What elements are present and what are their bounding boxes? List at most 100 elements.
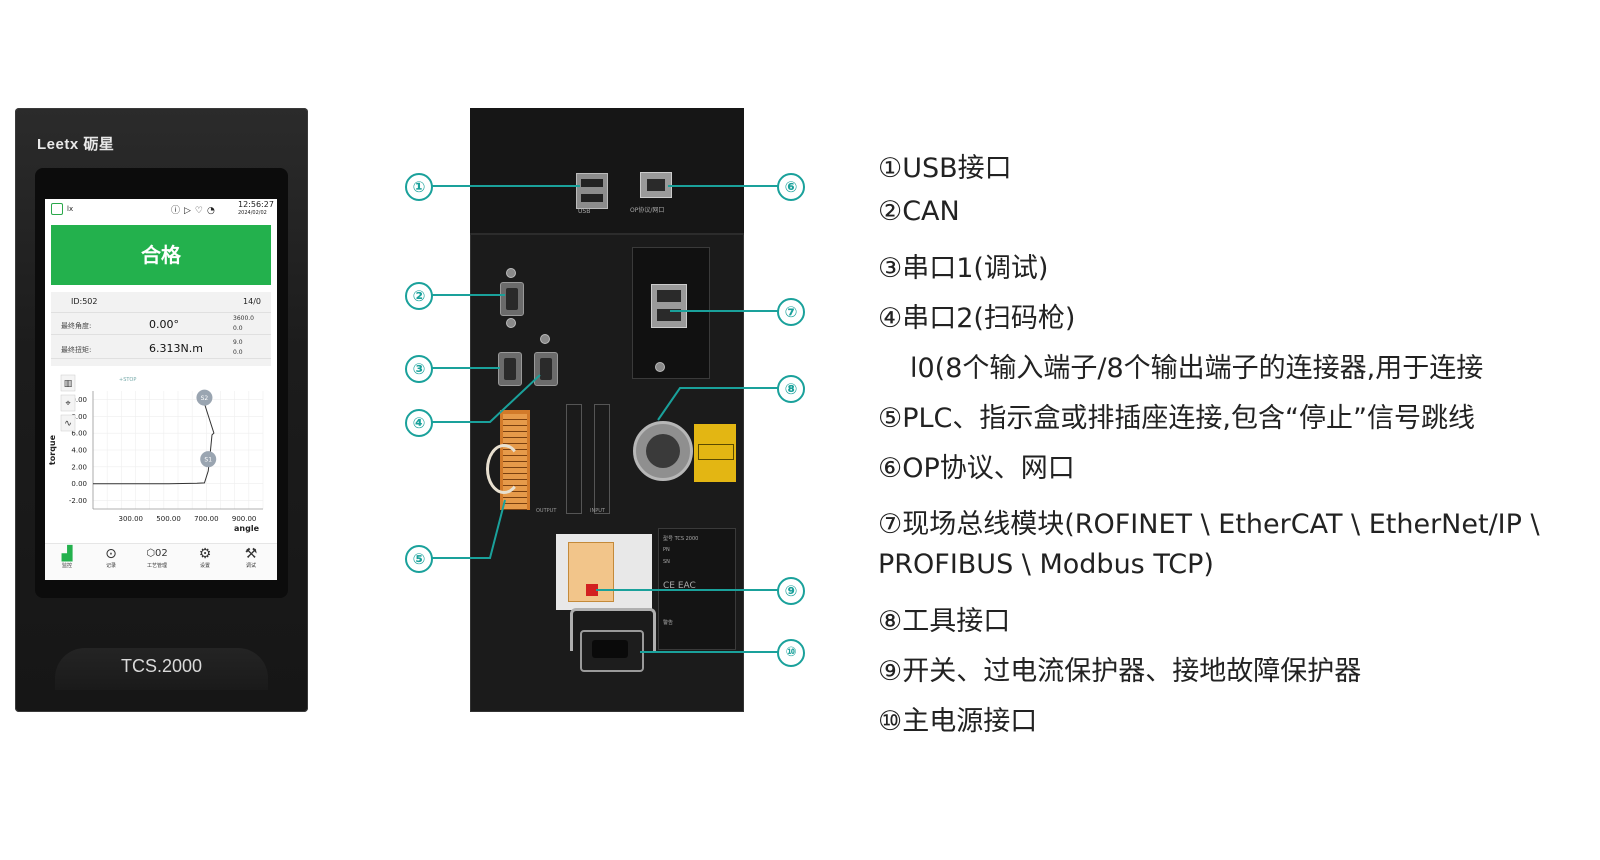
terminal-pin — [503, 420, 527, 426]
x-tick-label: 300.00 — [119, 515, 143, 523]
nav-records[interactable]: ⊙ 记录 — [91, 546, 131, 569]
stop-jumper-wire — [486, 444, 522, 494]
id-row: ID:502 14/0 — [51, 292, 271, 313]
usb-port — [576, 173, 608, 209]
status-bar: lx ⓘ▷♡◔ 12:56:27 2024/02/02 — [45, 199, 277, 219]
breaker-housing — [556, 534, 652, 610]
terminal-pin — [503, 426, 527, 432]
terminal-pin — [503, 486, 527, 492]
screw — [506, 268, 516, 278]
chart-tool-icon: ⌖ — [65, 399, 70, 409]
callout-4: ④ — [405, 409, 433, 437]
terminal-pin — [503, 504, 527, 510]
job-id: ID:502 — [71, 297, 98, 306]
angle-lower: 0.0 — [233, 325, 243, 332]
user-name: lx — [67, 205, 74, 213]
nameplate-pn: PN — [663, 547, 670, 553]
y-tick-label: 10.00 — [67, 396, 87, 404]
angle-value: 0.00° — [149, 318, 179, 331]
clock-time: 12:56:27 — [238, 200, 274, 209]
breaker-switch — [586, 584, 598, 596]
chart-tool-button — [60, 374, 76, 392]
y-tick-label: 2.00 — [71, 463, 87, 471]
y-tick-label: 8.00 — [71, 413, 87, 421]
marker-label: S2 — [201, 395, 209, 402]
nameplate-model: 型号 TCS 2000 — [663, 536, 699, 542]
callout-6: ⑥ — [777, 173, 805, 201]
fieldbus-module — [632, 247, 710, 379]
callout-7: ⑦ — [777, 298, 805, 326]
rear-top-section — [470, 108, 744, 235]
count: 14/0 — [243, 297, 261, 306]
y-tick-label: -2.00 — [69, 497, 87, 505]
y-tick-label: 0.00 — [71, 480, 87, 488]
callout-line-4 — [430, 374, 541, 423]
nav-settings-label: 设置 — [199, 563, 210, 569]
status-icons: ⓘ▷♡◔ — [171, 206, 219, 216]
callout-1: ① — [405, 173, 433, 201]
output-indicator-strip — [566, 404, 582, 514]
nav-records-label: 记录 — [105, 563, 116, 569]
legend-io-intro: l0(8个输入端子/8个输出端子的连接器,用于连接 — [910, 353, 1484, 384]
gear-icon: ⚙ — [198, 546, 212, 562]
result-info-panel: ID:502 14/0 最终角度: 0.00° 3600.0 0.0 最终扭矩:… — [51, 292, 271, 366]
nav-process[interactable]: ⬡02 工艺管理 — [137, 546, 177, 569]
serial-port-2 — [534, 352, 558, 386]
nav-monitor[interactable]: ▟ 监控 — [47, 546, 87, 569]
marker-s2 — [196, 389, 213, 406]
nav-monitor-label: 监控 — [61, 563, 72, 569]
nameplate-warning: 警告 — [663, 620, 674, 626]
controller-rear-panel: USB OP协议/网口 OUTPUT INPUT 型号 TCS 2000 PN … — [470, 108, 744, 712]
x-tick-label: 900.00 — [232, 515, 257, 523]
y-axis-label: torque — [48, 434, 57, 465]
legend-fieldbus-cont: PROFIBUS \ Modbus TCP) — [878, 549, 1214, 580]
x-tick-label: 700.00 — [194, 515, 219, 523]
process-icon: ⬡02 — [146, 548, 168, 559]
legend-tool: ⑧工具接口 — [878, 606, 1011, 637]
user-icon[interactable] — [51, 203, 63, 215]
brand-logo: Leetx 砺星 — [37, 136, 115, 153]
fieldbus-ethernet-ports — [651, 284, 687, 328]
tool-connector — [633, 421, 693, 481]
model-band — [55, 648, 268, 690]
model-name: TCS.2000 — [120, 656, 203, 676]
callout-5: ⑤ — [405, 545, 433, 573]
callout-10: ⑩ — [777, 639, 805, 667]
process-badge: 02 — [155, 548, 168, 559]
nav-settings[interactable]: ⚙ 设置 — [185, 546, 225, 569]
wrench-icon: ⚒ — [244, 546, 258, 562]
torque-upper: 9.0 — [233, 339, 243, 346]
angle-row: 最终角度: 0.00° 3600.0 0.0 — [51, 314, 271, 335]
callout-9: ⑨ — [777, 577, 805, 605]
chart-tool-icon: ▥ — [64, 379, 73, 389]
legend-breaker: ⑨开关、过电流保护器、接地故障保护器 — [878, 656, 1362, 687]
legend-plc: ⑤PLC、指示盒或排插座连接,包含“停止”信号跳线 — [878, 403, 1475, 434]
legend-op: ⑥OP协议、网口 — [878, 453, 1075, 484]
terminal-pin — [503, 498, 527, 504]
bottom-nav: ▟ 监控 ⊙ 记录 ⬡02 工艺管理 ⚙ 设置 ⚒ 调试 — [45, 543, 277, 580]
callout-line-8 — [657, 387, 778, 421]
nav-debug[interactable]: ⚒ 调试 — [231, 546, 271, 569]
legend-serial-2: ④串口2(扫码枪) — [878, 303, 1076, 334]
output-label: OUTPUT — [536, 508, 557, 514]
breaker-guard-bracket — [570, 608, 656, 651]
chart-tool-button — [60, 394, 76, 412]
screw — [540, 334, 550, 344]
nameplate-sn: SN — [663, 559, 670, 565]
chart-tool-button — [60, 414, 76, 432]
usb-label: USB — [578, 208, 591, 215]
callout-2: ② — [405, 282, 433, 310]
torque-curve — [93, 403, 215, 485]
callout-line-5 — [430, 499, 506, 559]
x-axis-label: angle — [234, 524, 260, 533]
terminal-pin — [503, 438, 527, 444]
screw — [506, 318, 516, 328]
legend-usb: ①USB接口 — [878, 153, 1012, 184]
callout-8: ⑧ — [777, 375, 805, 403]
nav-debug-label: 调试 — [245, 563, 256, 569]
torque-row: 最终扭矩: 6.313N.m 9.0 0.0 — [51, 338, 271, 359]
monitor-icon: ▟ — [61, 546, 73, 562]
legend-fieldbus: ⑦现场总线模块(ROFINET \ EtherCAT \ EtherNet/IP… — [878, 509, 1540, 540]
